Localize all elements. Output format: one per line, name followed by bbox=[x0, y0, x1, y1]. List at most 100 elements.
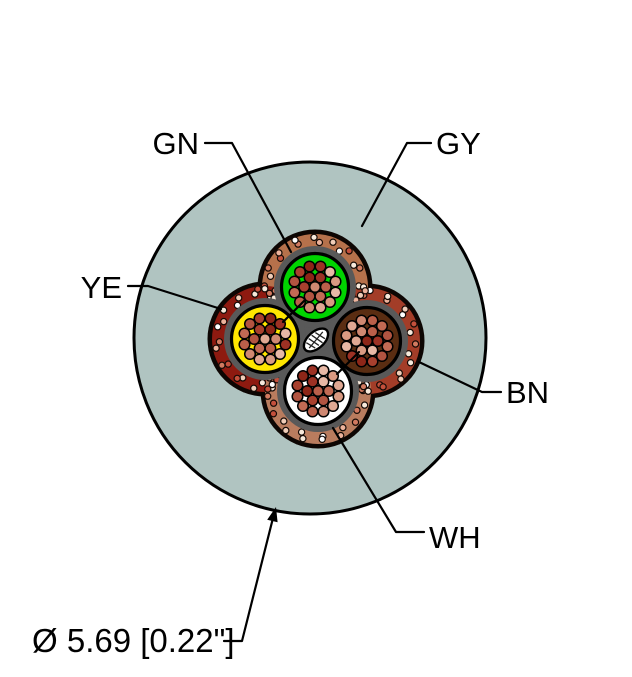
braid-wire bbox=[379, 383, 387, 391]
braid-wire bbox=[218, 361, 226, 369]
copper-strand bbox=[288, 286, 301, 299]
braid-wire bbox=[269, 410, 278, 418]
braid-wire bbox=[261, 285, 269, 293]
label-brown-wire: BN bbox=[506, 375, 549, 410]
braid-wire bbox=[318, 435, 326, 443]
braid-wire bbox=[254, 285, 262, 293]
braid-wire bbox=[213, 323, 222, 331]
copper-strand bbox=[306, 364, 319, 377]
copper-strand bbox=[340, 329, 353, 342]
copper-strand bbox=[264, 353, 277, 366]
copper-strand bbox=[288, 275, 301, 288]
copper-strand bbox=[366, 355, 379, 368]
braid-wire bbox=[345, 247, 353, 255]
copper-strand bbox=[375, 319, 389, 333]
copper-strand bbox=[279, 338, 292, 351]
braid-wire bbox=[384, 292, 392, 301]
braid-wire bbox=[397, 375, 405, 383]
copper-strand bbox=[350, 334, 363, 348]
copper-strand bbox=[345, 349, 359, 363]
braid-wire bbox=[258, 379, 267, 387]
copper-strand bbox=[238, 338, 251, 351]
braid-wire bbox=[224, 360, 232, 368]
copper-strand bbox=[332, 390, 345, 403]
copper-strand bbox=[381, 329, 394, 342]
braid-wire bbox=[219, 317, 228, 326]
braid-wire bbox=[359, 382, 368, 391]
copper-strand bbox=[317, 394, 330, 407]
braid-wire bbox=[280, 417, 288, 425]
braid-wire bbox=[282, 426, 290, 435]
center-filler-hatch bbox=[305, 331, 326, 349]
copper-strand bbox=[340, 340, 353, 353]
copper-strand bbox=[326, 399, 340, 413]
copper-strand bbox=[326, 369, 340, 383]
leader-gy bbox=[360, 141, 433, 228]
braid-wire bbox=[266, 272, 275, 280]
braid-wire bbox=[315, 238, 324, 247]
braid-wire bbox=[351, 418, 360, 426]
braid-wire bbox=[268, 380, 276, 389]
copper-strand bbox=[253, 353, 266, 366]
copper-strand bbox=[366, 314, 379, 327]
copper-strand bbox=[296, 369, 310, 383]
copper-strand bbox=[314, 271, 327, 284]
copper-strand bbox=[243, 317, 257, 331]
copper-strand bbox=[371, 334, 384, 348]
copper-strand bbox=[303, 260, 316, 273]
copper-strand bbox=[314, 301, 327, 314]
braid-wire bbox=[264, 392, 272, 400]
braid-wire bbox=[275, 249, 283, 257]
copper-strand bbox=[366, 344, 379, 357]
leader-segment-white-brown bbox=[335, 350, 361, 376]
copper-strand bbox=[264, 323, 277, 336]
copper-strand bbox=[314, 290, 327, 303]
copper-strand bbox=[317, 375, 330, 388]
copper-strand bbox=[329, 286, 342, 299]
braid-wire bbox=[310, 233, 318, 242]
copper-strand bbox=[291, 379, 304, 392]
label-green-wire: GN bbox=[153, 126, 200, 161]
copper-strand bbox=[366, 325, 379, 338]
braid-wire bbox=[361, 287, 369, 295]
copper-strand bbox=[303, 271, 316, 284]
braid-wire bbox=[234, 294, 243, 302]
braid-wire bbox=[356, 291, 365, 300]
braid-wire bbox=[406, 359, 415, 367]
copper-strand bbox=[314, 260, 327, 273]
center-filler bbox=[302, 327, 330, 353]
copper-strand bbox=[238, 327, 251, 340]
copper-strand bbox=[293, 265, 307, 279]
braid-wire bbox=[360, 401, 369, 409]
copper-strand bbox=[264, 342, 277, 355]
copper-strand bbox=[253, 323, 266, 336]
braid-wire bbox=[233, 374, 241, 383]
braid-wire bbox=[411, 340, 420, 348]
copper-strand bbox=[269, 332, 282, 346]
copper-strand bbox=[329, 275, 342, 288]
copper-strand bbox=[248, 332, 261, 346]
copper-strand bbox=[306, 375, 319, 388]
copper-strand bbox=[355, 325, 368, 338]
braid-wire bbox=[250, 384, 258, 392]
braid-wire bbox=[356, 264, 364, 272]
copper-strand bbox=[306, 405, 319, 418]
leader-wh bbox=[331, 426, 426, 534]
braid-wire bbox=[364, 387, 372, 395]
label-outer-diameter: Ø 5.69 [0.22"] bbox=[32, 622, 235, 659]
conductor-wh bbox=[282, 355, 354, 427]
conductor-gn bbox=[279, 251, 351, 323]
copper-strand bbox=[296, 399, 310, 413]
leader-bn bbox=[417, 360, 503, 394]
copper-strand bbox=[317, 364, 330, 377]
braid-wire bbox=[291, 236, 299, 244]
conductor-ye bbox=[229, 303, 301, 375]
copper-strand bbox=[264, 312, 277, 325]
braid-wire bbox=[350, 261, 358, 269]
copper-strand bbox=[322, 384, 335, 398]
label-yellow-wire: YE bbox=[81, 270, 122, 305]
copper-strand bbox=[273, 347, 287, 361]
copper-strand bbox=[332, 379, 345, 392]
braid-wire bbox=[233, 301, 242, 310]
